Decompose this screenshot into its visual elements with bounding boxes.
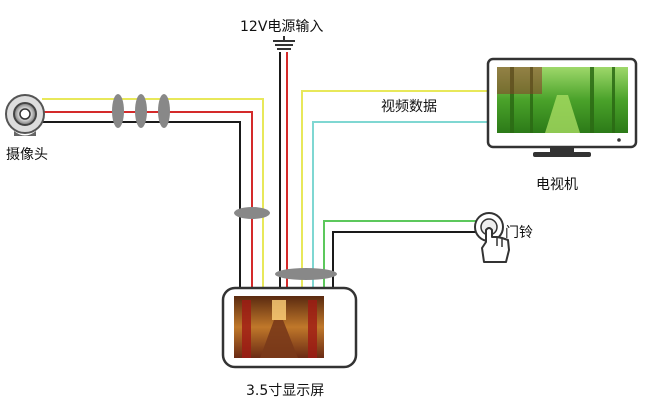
tv-wire-cyan	[312, 121, 496, 288]
power-plug-icon	[273, 36, 295, 50]
tv-cable	[301, 90, 496, 288]
tv-wire-yellow	[301, 90, 496, 288]
power-cable	[279, 52, 288, 288]
doorbell-wire-green	[323, 220, 478, 288]
display-label: 3.5寸显示屏	[246, 383, 325, 399]
doorbell-press-icon	[474, 212, 510, 263]
camera-label: 摄像头	[6, 147, 48, 163]
camera-connector-1	[112, 94, 124, 128]
camera-wire-yellow	[42, 98, 264, 288]
camera-connector-3	[158, 94, 170, 128]
video-data-label: 视频数据	[381, 99, 437, 115]
doorbell-label: 门铃	[505, 225, 533, 241]
tv-monitor-icon	[486, 57, 638, 157]
tv-label: 电视机	[536, 177, 578, 193]
camera-wire-black	[42, 121, 241, 288]
camera-cable	[42, 98, 264, 288]
camera-wire-red	[42, 111, 253, 288]
doorbell-cable	[323, 220, 478, 288]
doorbell-wire-black	[332, 231, 478, 288]
indoor-monitor-icon	[221, 286, 358, 369]
camera-connector-2	[135, 94, 147, 128]
wire-connectors	[112, 94, 337, 280]
display-connector	[275, 268, 337, 280]
camera-connector-4	[234, 207, 270, 219]
power-input-label: 12V电源输入	[240, 19, 324, 35]
webcam-icon	[5, 94, 45, 136]
